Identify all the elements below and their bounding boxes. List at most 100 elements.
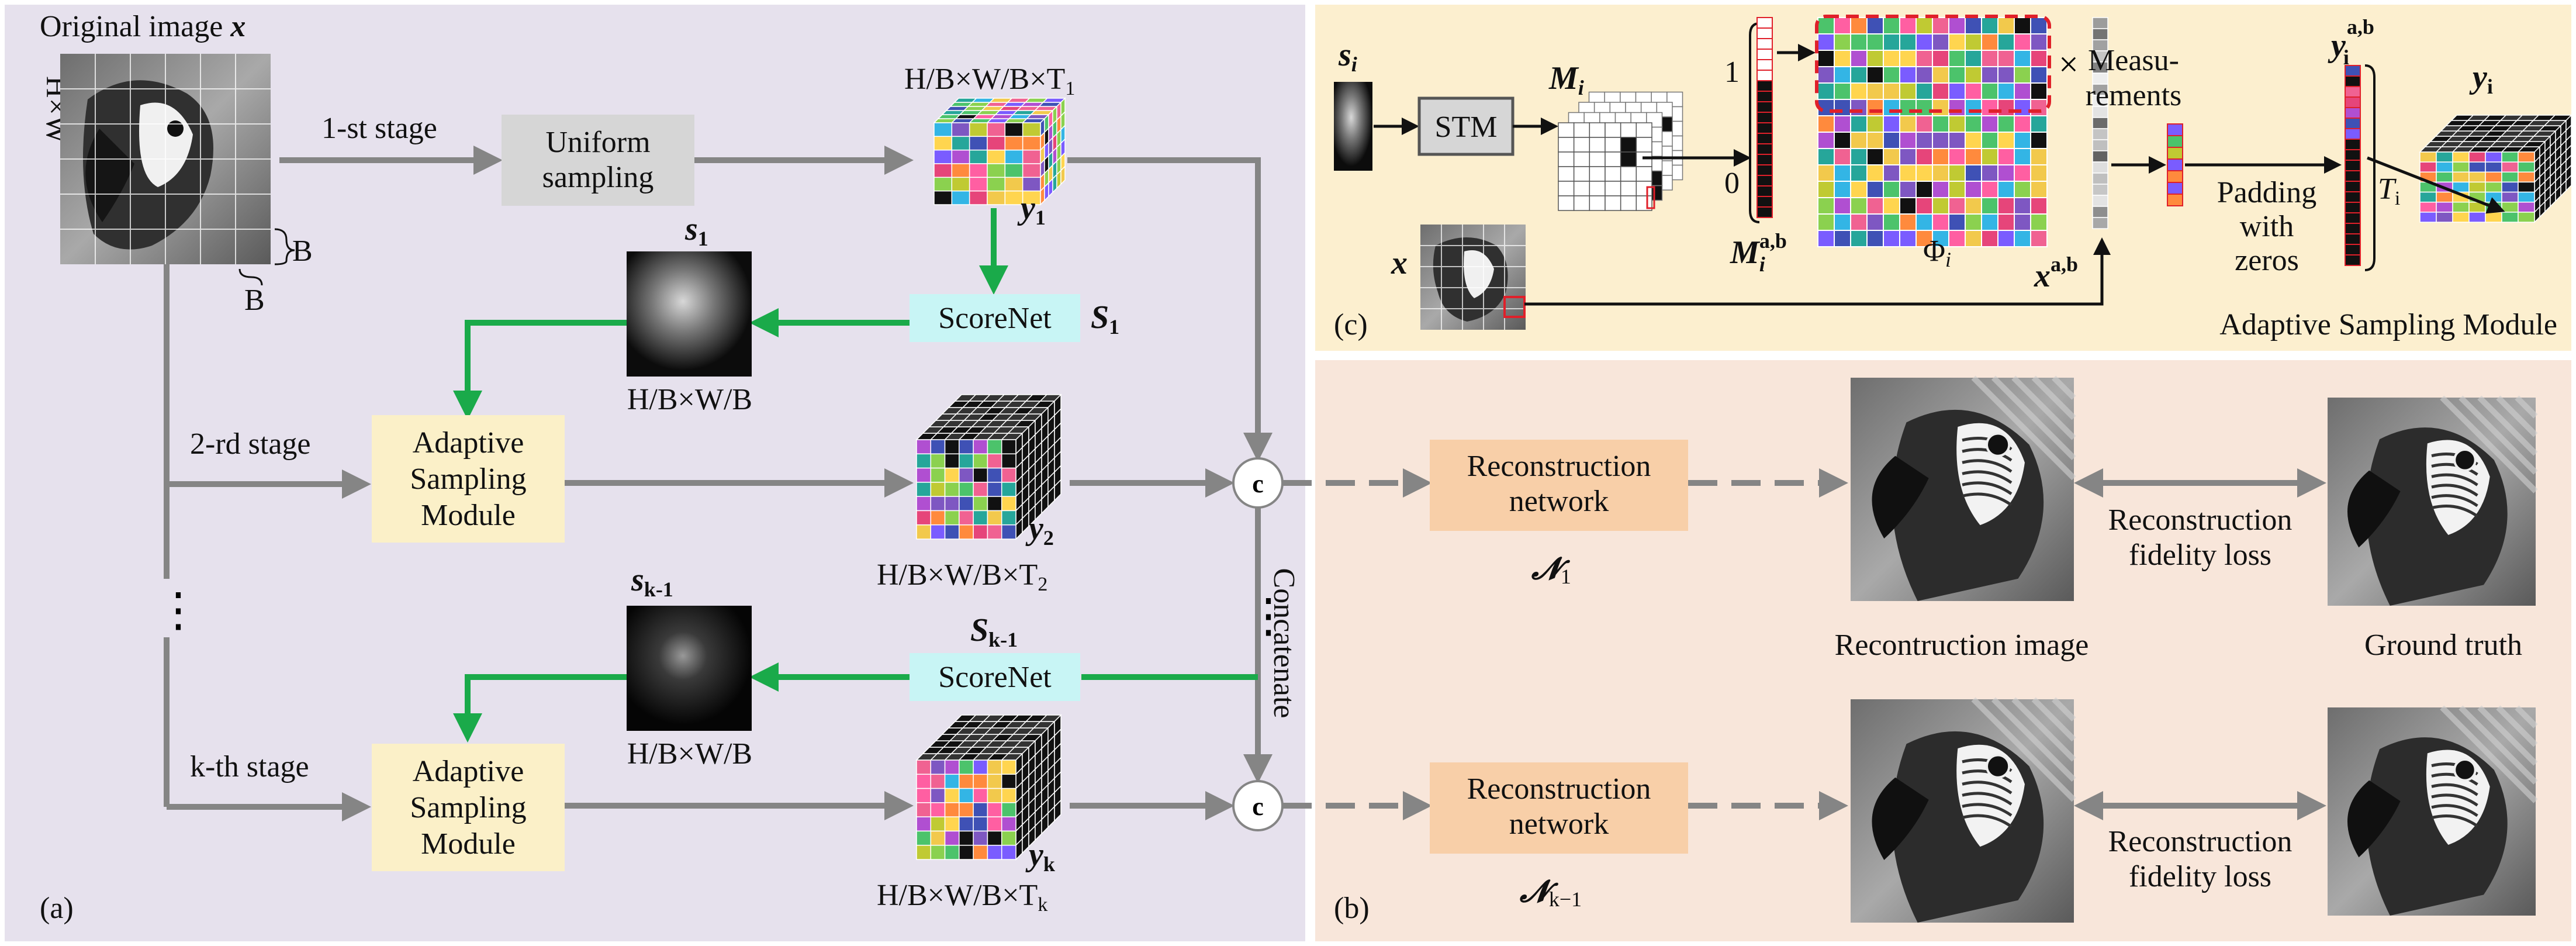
Mab-label: Mia,b [1730,229,1787,276]
stage2-label: 2-rd stage [190,427,310,461]
concat-dots: ⋮ [1245,591,1292,642]
concat-symbol-k: c [1252,792,1264,821]
si-label: si [1338,37,1357,76]
arrow-vector-cube [2367,156,2505,214]
ti-label: Ti [2378,172,2400,209]
S1-label: S1 [1091,299,1119,339]
yk-label: yk [1025,837,1055,876]
block-b-right: B [292,234,313,268]
measurements-line2: rements [2086,79,2182,112]
yab-label: yia,b [2328,15,2374,69]
block-brace-bottom [238,268,263,286]
recon-image-label: Recontruction image [1835,629,2089,662]
yi-cube [2419,114,2572,223]
scorenet-box-1 [910,294,1080,342]
stm-label: STM [1435,111,1498,144]
y1-cube [933,97,1066,206]
Sk-label: Sk-1 [970,612,1018,651]
asm-box-2 [372,415,565,543]
fidelity-loss-k-line2: fidelity loss [2129,860,2271,893]
padding-line1: Padding [2217,176,2316,209]
phi-highlight [1815,15,2051,113]
y1-to-concat-line [1067,157,1273,462]
recon-network-box-k [1430,762,1688,854]
recon-network-1-line1: Reconstruction [1467,450,1651,483]
asmk-line3: Module [421,827,516,861]
asmk-line2: Sampling [410,791,526,824]
xab-label: xa,b [2034,253,2078,294]
s1-score-image [627,251,752,377]
stagek-label: k-th stage [190,750,309,783]
dim-bot-label: H/B×W/B×Tk [877,879,1047,916]
mask-vector [1756,17,1773,218]
dim-mid-label: H/B×W/B×T2 [877,558,1047,595]
y2-label: y2 [1025,510,1054,550]
recon-network-k-line1: Reconstruction [1467,772,1651,806]
phi-matrix [1817,17,2048,247]
y2-cube [915,393,1062,540]
asm2-line1: Adaptive [413,426,524,460]
sk-score-image [627,606,752,731]
dim-top-label: H/B×W/B×T1 [904,63,1075,99]
y1-label: y1 [1017,190,1046,229]
si-image [1334,82,1372,171]
n1-label: 𝓝1 [1531,553,1571,588]
fidelity-loss-k-line1: Reconstruction [2108,825,2293,858]
panel-b-label: (b) [1334,892,1370,925]
ground-truth-image-1 [2328,395,2538,606]
main-dots: ⋮ [155,585,202,636]
recon-network-k-line2: network [1509,807,1609,841]
padding-line3: zeros [2235,244,2299,277]
panel-c-label: (c) [1334,308,1368,341]
scorenet-label-2: ScoreNet [938,661,1052,694]
mask-vector-brace [1749,22,1760,223]
block-brace-right [274,228,295,265]
xab-vector [2092,17,2108,229]
score-dim-label-1: H/B×W/B [627,383,752,416]
green-arrow-s1-asm [453,320,627,420]
original-parrot-image [60,54,271,264]
times-label: × [2059,45,2079,84]
asm2-line3: Module [421,499,516,532]
uniform-sampling-line1: Uniform [545,126,650,159]
recon-network-1-line2: network [1509,485,1609,518]
asm-box-k [372,744,565,871]
green-arrow-sk-asm [453,674,627,743]
reconstruction-image-1 [1851,375,2076,601]
stage1-label: 1-st stage [321,112,437,145]
sk-label: sk-1 [631,562,673,601]
zero-label: 0 [1724,167,1740,200]
original-image-title: Original image x [40,10,246,43]
padding-line2: with [2240,210,2294,243]
ground-truth-image-k [2328,705,2538,916]
s1-label: s1 [684,211,708,250]
fidelity-loss-1-line1: Reconstruction [2108,503,2293,537]
uniform-sampling-line2: sampling [542,161,654,194]
asm2-line2: Sampling [410,462,526,496]
scorenet-label-1: ScoreNet [938,302,1052,335]
scorenet-box-2 [910,653,1080,701]
panel-c-title: Adaptive Sampling Module [2219,308,2557,341]
concatenate-label: Concatenate [1267,568,1301,719]
uniform-sampling-box [502,115,694,206]
score-dim-label-2: H/B×W/B [627,737,752,771]
recon-network-box-1 [1430,440,1688,531]
panel-a-label: (a) [40,892,74,925]
ground-truth-label: Ground truth [2364,629,2522,662]
yk-cube [915,714,1062,861]
x-small-image [1420,225,1526,330]
asmk-line1: Adaptive [413,755,524,788]
mask-cube [1558,91,1683,211]
reconstruction-image-k [1851,697,2076,923]
x-label-c: x [1391,245,1408,281]
block-b-bottom: B [244,284,265,317]
ti-brace [2364,64,2376,271]
fidelity-loss-1-line2: fidelity loss [2129,538,2271,572]
phi-label: Φi [1923,234,1951,271]
yi-label: yi [2469,59,2493,98]
Mi-label: Mi [1548,60,1584,99]
yab-vector [2345,65,2361,266]
measurements-line1: Measu- [2088,44,2179,77]
measurements-vector [2167,123,2183,206]
